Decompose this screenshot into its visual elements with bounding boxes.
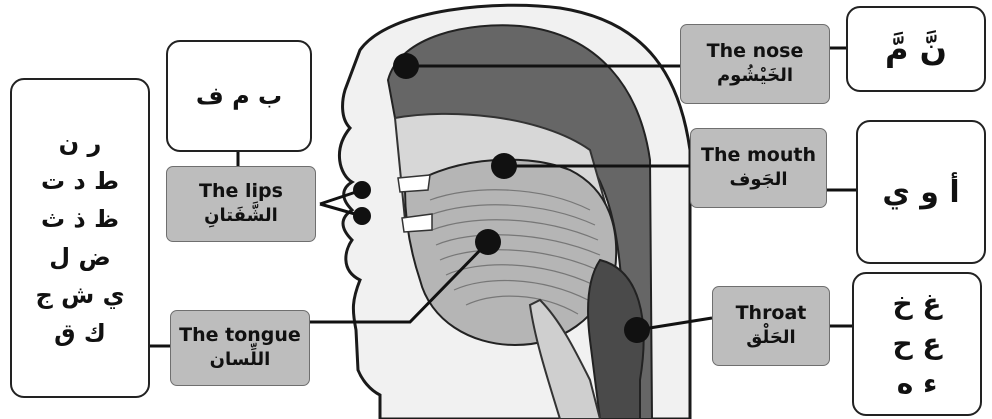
lips-letters-box: ب م ف (166, 40, 312, 152)
throat-letters-row-2: ع ح (892, 324, 941, 364)
lips-label: The lips الشَّفَتانِ (166, 166, 316, 242)
lips-label-ar: الشَّفَتانِ (204, 203, 278, 229)
throat-label-ar: الحَلْق (746, 325, 795, 351)
mouth-letters-box: أ و ي (856, 120, 986, 264)
tongue-letters-row-3: ظ ذ ث (41, 200, 119, 238)
throat-label-en: Throat (736, 301, 807, 325)
nose-letters-row: نَّ مَّ (885, 30, 947, 68)
throat-letters-row-3: ء ه (897, 364, 938, 404)
tongue-label: The tongue اللِّسان (170, 310, 310, 386)
tongue-label-ar: اللِّسان (210, 347, 271, 373)
tongue-letters-row-1: ر ن (59, 124, 102, 162)
nose-letters-box: نَّ مَّ (846, 6, 986, 92)
tongue-letters-row-5: ي ش ج (35, 276, 124, 314)
tongue-letters-row-6: ك ق (54, 314, 106, 352)
lips-letters-row: ب م ف (196, 82, 282, 110)
throat-point-marker (624, 317, 650, 343)
nose-label-ar: الخَيْشُوم (717, 63, 793, 89)
throat-letters-box: غ خ ع ح ء ه (852, 272, 982, 416)
tongue-label-en: The tongue (179, 323, 301, 347)
nose-point-marker (393, 53, 419, 79)
tongue-letters-box: ر ن ط د ت ظ ذ ث ض ل ي ش ج ك ق (10, 78, 150, 398)
throat-label: Throat الحَلْق (712, 286, 830, 366)
mouth-label-en: The mouth (701, 143, 816, 167)
tongue-letters-row-2: ط د ت (41, 162, 119, 200)
lower-lip-point-marker (353, 207, 371, 225)
nose-label-en: The nose (707, 39, 804, 63)
mouth-label: The mouth الجَوف (690, 128, 827, 208)
mouth-label-ar: الجَوف (729, 167, 787, 193)
nose-label: The nose الخَيْشُوم (680, 24, 830, 104)
throat-letters-row-1: غ خ (892, 284, 941, 324)
mouth-point-marker (491, 153, 517, 179)
upper-lip-point-marker (353, 181, 371, 199)
tongue-letters-row-4: ض ل (49, 238, 110, 276)
mouth-letters-row: أ و ي (882, 175, 959, 210)
lips-label-en: The lips (199, 179, 283, 203)
tongue-point-marker (475, 229, 501, 255)
